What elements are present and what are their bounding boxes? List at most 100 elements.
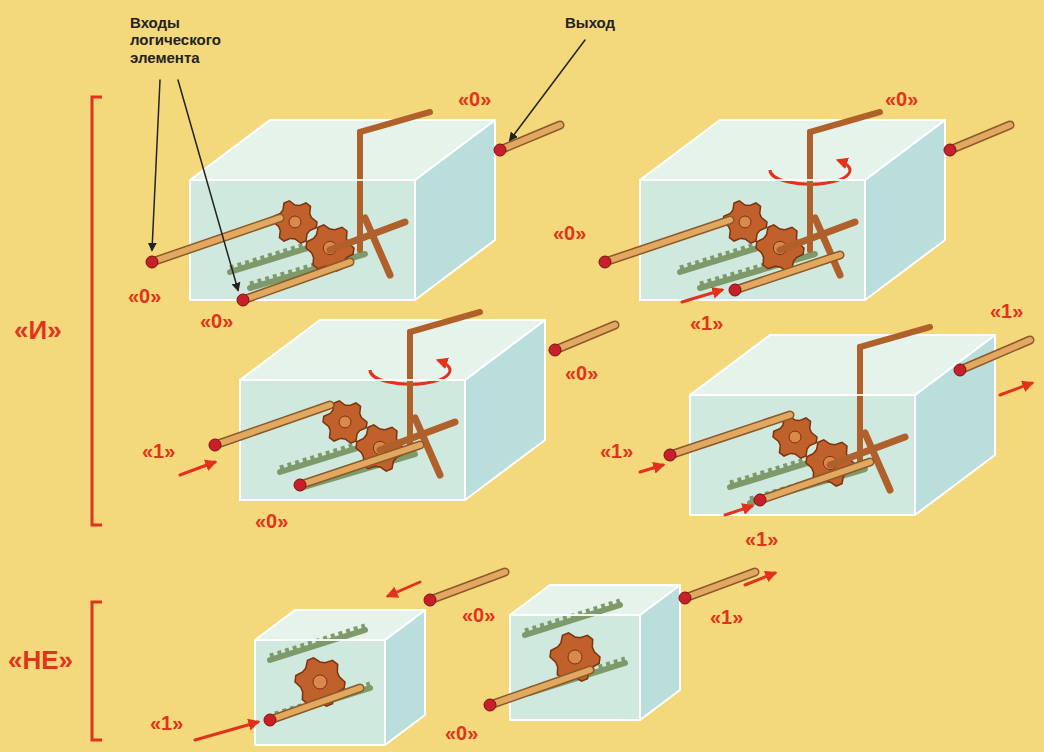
motion-arrow <box>180 462 215 475</box>
rod-tip <box>954 364 966 376</box>
rod-tip <box>549 344 561 356</box>
rod-edge <box>270 688 360 720</box>
rod <box>215 405 330 445</box>
rod-tip <box>599 256 611 268</box>
motion-arrow <box>640 465 663 472</box>
rod-tip <box>944 144 956 156</box>
rod-edge <box>960 340 1030 370</box>
box-top <box>190 120 495 180</box>
bracket <box>92 97 102 525</box>
signal-value: «0» <box>128 285 161 308</box>
lever-post <box>357 132 363 250</box>
gate-name: «И» <box>14 316 62 346</box>
motion-arrow <box>1000 383 1032 395</box>
rod-edge <box>243 262 350 300</box>
rod-edge <box>950 125 1010 150</box>
rod <box>670 415 790 455</box>
signal-value: «0» <box>462 604 495 627</box>
signal-value: «0» <box>565 362 598 385</box>
signal-value: «0» <box>553 222 586 245</box>
gear-hub <box>289 216 301 228</box>
rod-tip <box>484 699 496 711</box>
glass-box <box>510 585 680 720</box>
lever-arm <box>410 312 480 332</box>
rod-tip <box>729 284 741 296</box>
lever-post <box>807 132 813 250</box>
rod <box>490 670 590 705</box>
signal-value: «0» <box>255 510 288 533</box>
box-top <box>240 320 545 380</box>
lever-post <box>407 332 413 450</box>
rod-tip <box>424 594 436 606</box>
signal-value: «1» <box>600 440 633 463</box>
rack <box>525 605 620 635</box>
rod <box>430 572 505 600</box>
leader-line <box>152 80 160 250</box>
gear-hub <box>339 416 351 428</box>
rod <box>500 125 560 150</box>
leader-line <box>510 40 585 140</box>
cross-bar <box>365 218 390 275</box>
rod-edge <box>430 572 505 600</box>
glass-box <box>255 610 425 745</box>
gear-hub <box>789 431 801 443</box>
rod-edge <box>490 670 590 705</box>
box-edge <box>255 640 385 745</box>
glass-box <box>190 120 495 300</box>
box-top <box>690 335 995 395</box>
leader-line <box>178 80 238 290</box>
lever-arm <box>860 327 930 347</box>
rod-tip <box>294 479 306 491</box>
box-edge <box>240 380 465 500</box>
signal-value: «0» <box>885 88 918 111</box>
rod <box>555 325 615 350</box>
signal-value: «1» <box>690 312 723 335</box>
rod-edge <box>760 462 870 500</box>
rod-tip <box>494 144 506 156</box>
rod-tip <box>146 256 158 268</box>
signal-value: «1» <box>150 712 183 735</box>
callout-text: Выход <box>565 14 615 31</box>
box-front <box>240 380 465 500</box>
signal-value: «1» <box>142 440 175 463</box>
rod <box>300 445 420 485</box>
lever-arm <box>810 112 880 132</box>
rod-tip <box>664 449 676 461</box>
gear-hub <box>739 216 751 228</box>
motion-arrow <box>195 722 258 740</box>
rod-edge <box>500 125 560 150</box>
rod <box>152 218 280 262</box>
signal-value: «1» <box>990 300 1023 323</box>
rod <box>950 125 1010 150</box>
rod-edge <box>152 218 280 262</box>
signal-value: «0» <box>458 88 491 111</box>
glass-box <box>690 335 995 515</box>
gear-hub <box>313 675 327 689</box>
signal-value: «1» <box>710 606 743 629</box>
motion-arrow <box>682 290 722 302</box>
rod <box>270 688 360 720</box>
gear-hub <box>568 650 582 664</box>
rod-edge <box>605 220 730 262</box>
rod-tip <box>754 494 766 506</box>
rod-edge <box>215 405 330 445</box>
rod-edge <box>555 325 615 350</box>
rod-tip <box>264 714 276 726</box>
rod <box>243 262 350 300</box>
box-front <box>690 395 915 515</box>
bracket <box>92 602 102 740</box>
rod <box>960 340 1030 370</box>
box-top <box>640 120 945 180</box>
rod-tip <box>679 592 691 604</box>
rod <box>605 220 730 262</box>
rod <box>735 255 840 290</box>
motion-arrow <box>725 506 752 515</box>
rod-edge <box>670 415 790 455</box>
glass-box <box>640 120 945 300</box>
gate-name: «НЕ» <box>8 646 73 676</box>
